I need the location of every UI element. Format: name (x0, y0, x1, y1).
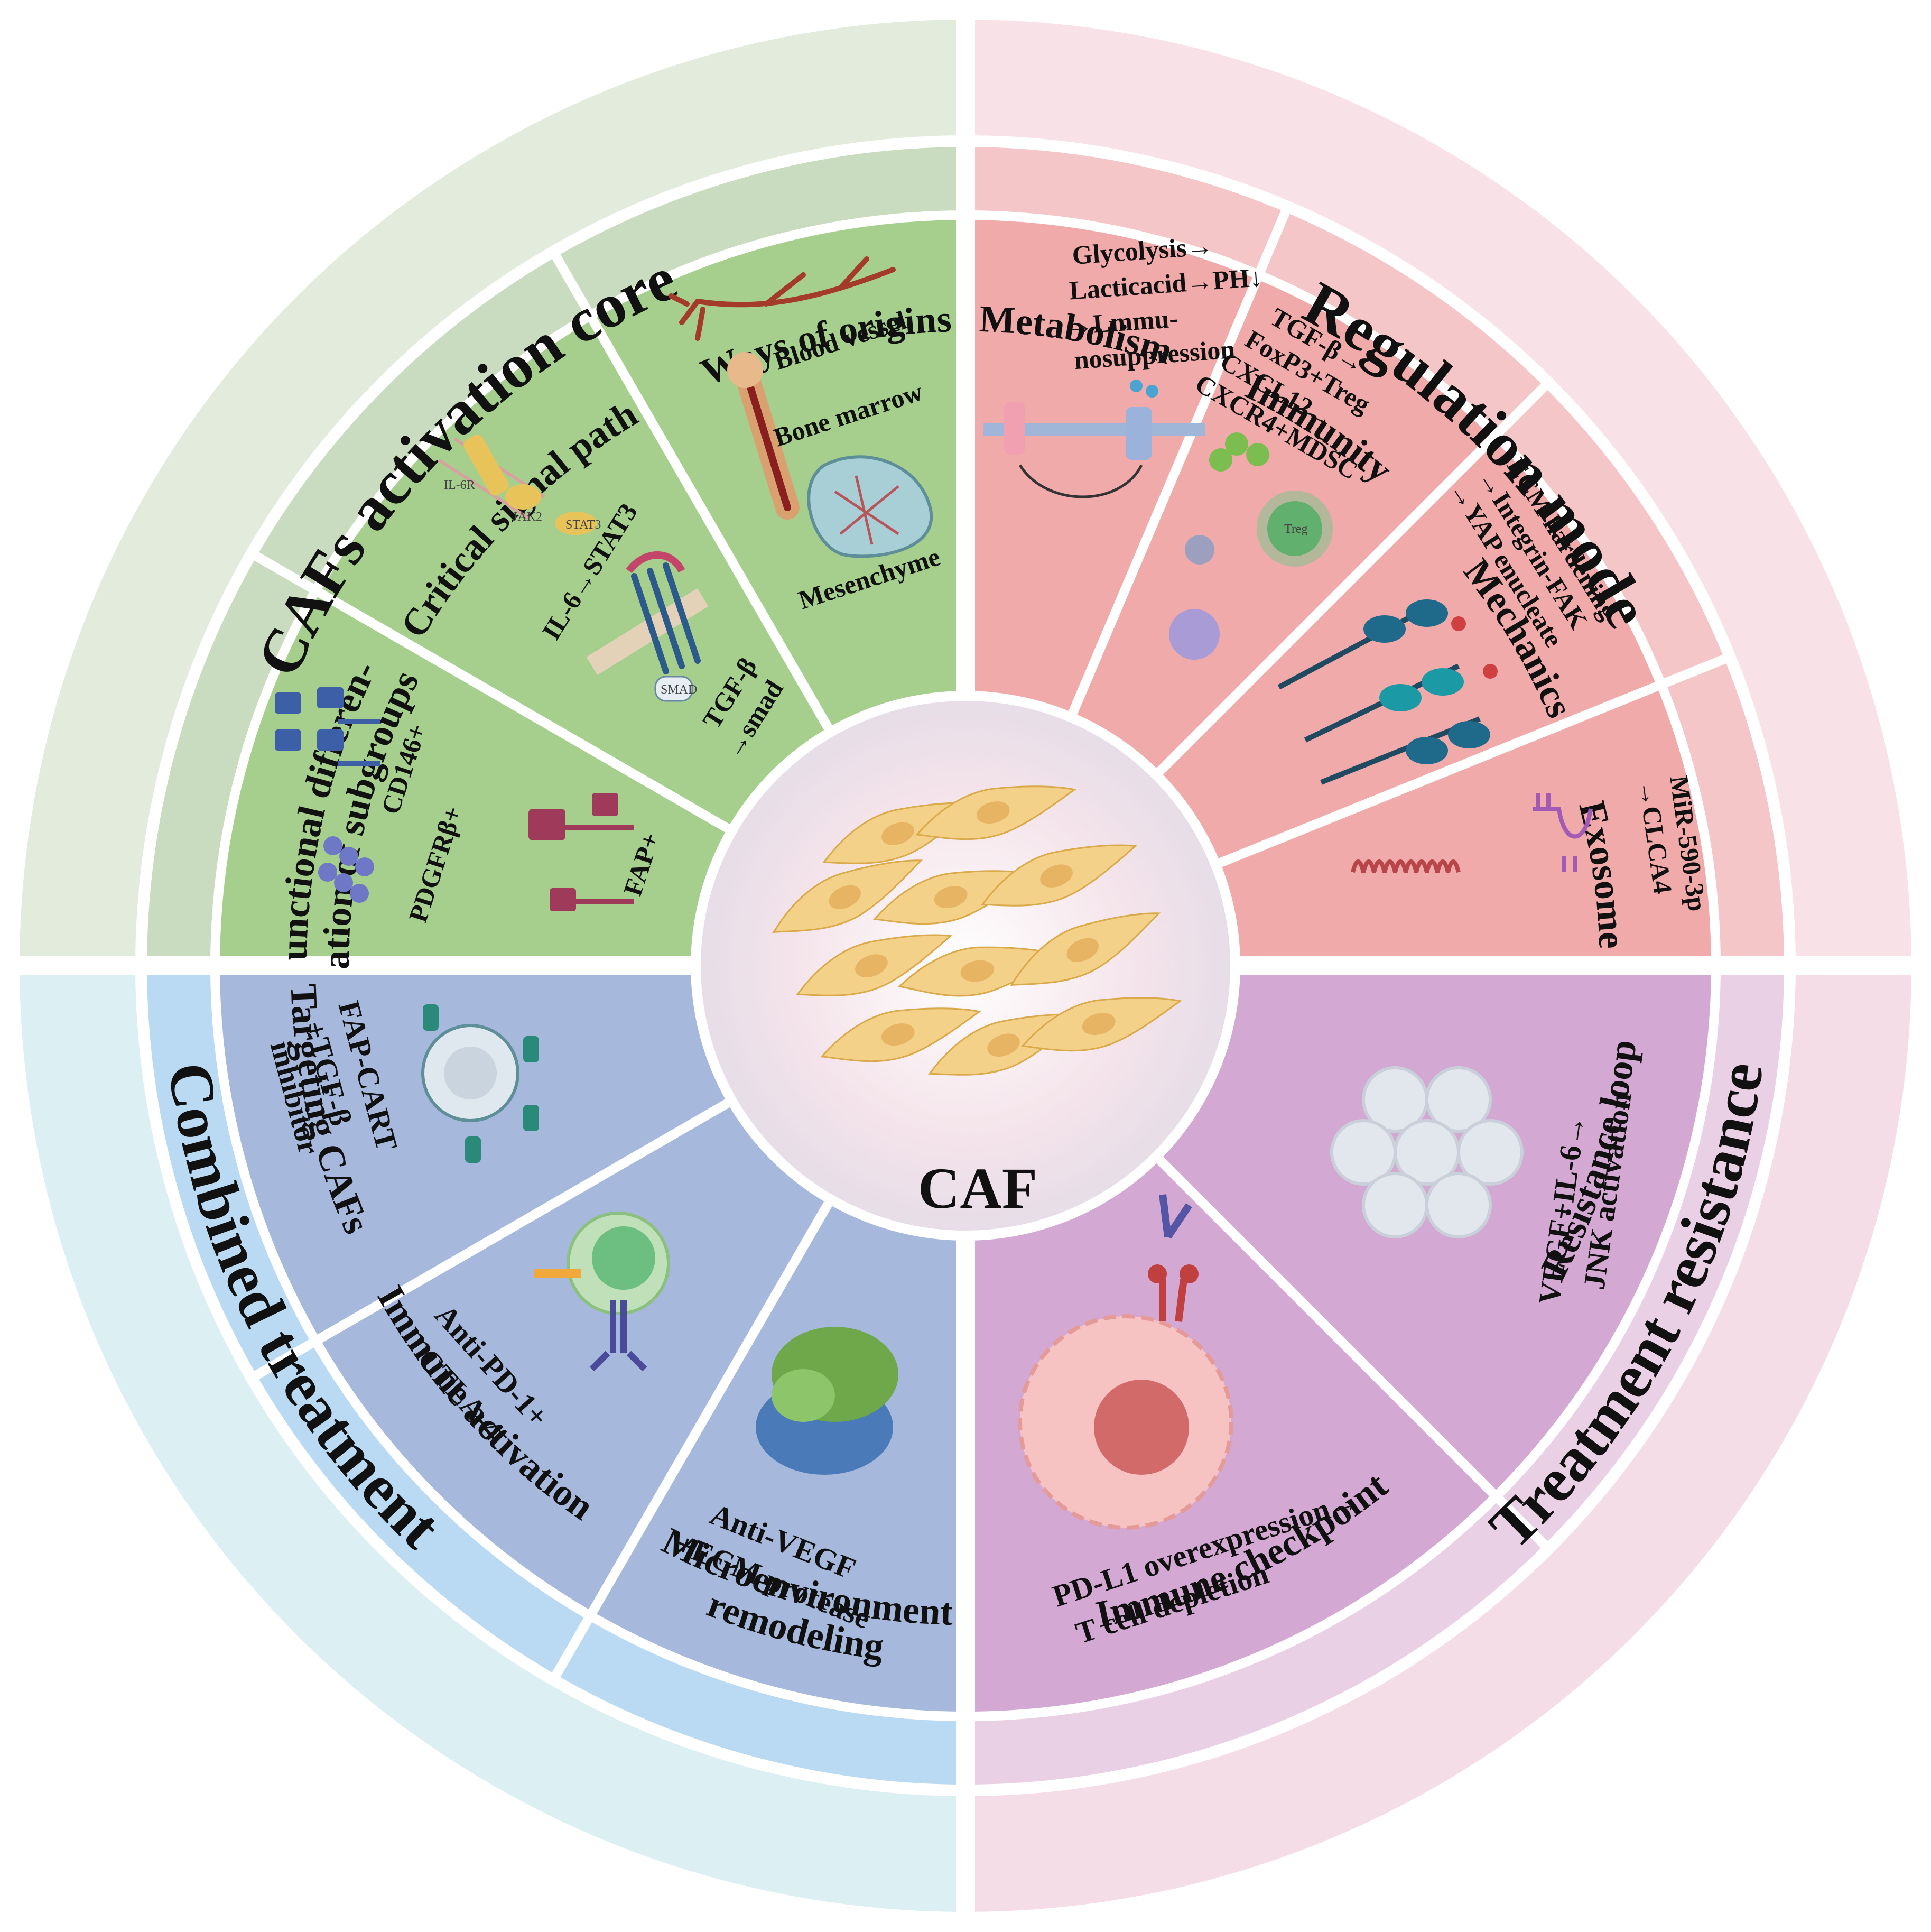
mid-band-combined-treatment (141, 966, 966, 1790)
pdgfr-beta-marker-icon (318, 836, 374, 903)
fibroblast-cell (981, 844, 1138, 907)
lactate-transporter-icon (983, 380, 1205, 498)
sector-dividers (14, 14, 1917, 1917)
mdsc-cells-icon (1169, 432, 1269, 660)
center-label: CAF (918, 1156, 1037, 1221)
outer-band-combined-treatment (20, 966, 966, 1912)
bone-marrow-icon (727, 352, 800, 520)
divider-regulation-0 (1068, 205, 1292, 715)
mirna-hairpin-icon (1351, 859, 1461, 873)
rna-strand-icon (1533, 793, 1593, 872)
svg-text:Treg: Treg (1284, 522, 1307, 536)
fibroblast-cell (1010, 912, 1161, 986)
mid-band-regulation-mode (966, 141, 1790, 966)
svg-text:SMAD: SMAD (661, 683, 697, 697)
fibroblast-cell (915, 785, 1076, 840)
il6r-receptor-icon: IL-6R JAK2 STAT3 (438, 435, 601, 535)
divider-activation-0 (549, 249, 832, 731)
mesenchyme-icon (807, 455, 933, 558)
cd146-marker-icon (275, 687, 380, 766)
svg-text:IL-6R: IL-6R (444, 478, 475, 492)
protein-complex-icon (756, 1327, 898, 1475)
integrin-icon (1277, 599, 1498, 785)
divider-activation-1 (249, 549, 730, 833)
svg-text:STAT3: STAT3 (565, 518, 601, 532)
inner-band-activation-core (215, 215, 966, 966)
treg-cell-icon: Treg (1257, 491, 1333, 567)
divider-combined-0 (249, 1099, 730, 1382)
svg-text:JAK2: JAK2 (513, 510, 542, 524)
fap-marker-icon (528, 793, 634, 911)
metabolism-text: Glycolysis→ Lacticacid→PH↓ →Lmmu- nosupp… (1061, 227, 1275, 375)
car-t-cell-icon (421, 1004, 539, 1163)
divider-regulation-2 (1218, 652, 1732, 867)
fibroblast-cells-illustration (772, 785, 1182, 1076)
mid-band-activation-core (141, 141, 966, 966)
fibroblast-cell (1021, 997, 1182, 1052)
cell-cluster-icon (1330, 1066, 1524, 1238)
mid-band-treatment-resistance (966, 966, 1790, 1790)
inner-band-combined-treatment (215, 966, 966, 1716)
outer-band-regulation-mode (966, 20, 1911, 966)
blood-vessel-icon (669, 256, 896, 341)
tumor-cell-pd-l1-icon (1018, 1194, 1233, 1530)
fibroblast-cell (772, 859, 923, 933)
t-cell-antibody-icon (534, 1212, 670, 1372)
divider-combined-1 (549, 1201, 832, 1683)
fibroblast-cell (796, 934, 953, 996)
fibroblast-cell (820, 1007, 981, 1062)
divider-resistance-0 (1156, 1157, 1552, 1552)
divider-regulation-1 (1156, 379, 1552, 775)
outer-band-treatment-resistance (966, 966, 1911, 1912)
tgf-beta-receptor-icon: SMAD (586, 551, 709, 702)
outer-band-activation-core (20, 20, 966, 966)
